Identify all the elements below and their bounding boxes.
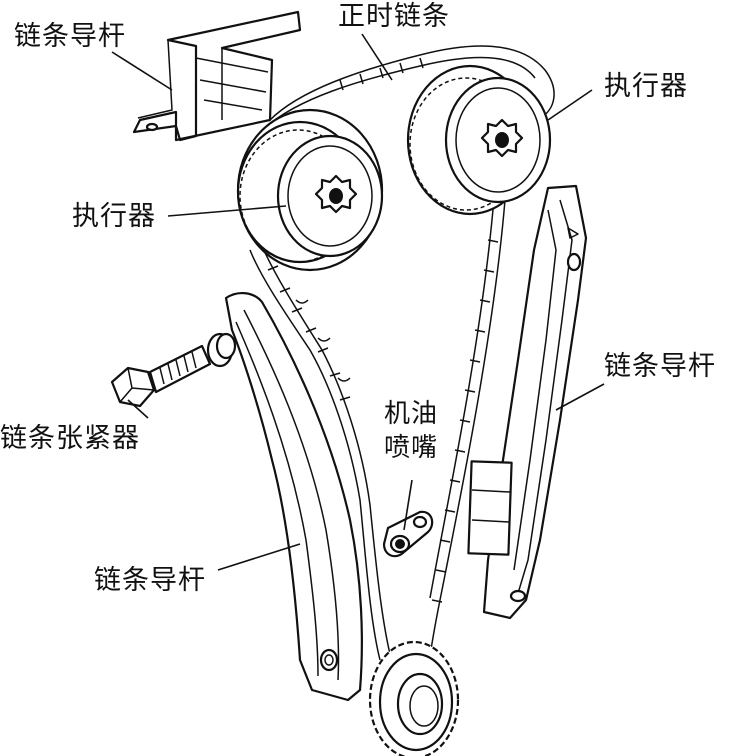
label-oil-jet-line1: 机油 [384, 399, 439, 429]
top-chain-guide-part [132, 10, 302, 142]
left-chain-guide-part [224, 292, 363, 702]
timing-chain [249, 45, 555, 671]
label-right-actuator: 执行器 [604, 71, 688, 102]
label-top-chain-guide: 链条导杆 [14, 21, 126, 52]
chain-tensioner-part [110, 332, 237, 408]
right-cam-actuator [406, 64, 552, 216]
crank-sprocket [368, 640, 460, 756]
label-timing-chain: 正时链条 [338, 1, 450, 32]
left-cam-actuator [236, 108, 384, 272]
label-right-chain-guide: 链条导杆 [604, 351, 716, 382]
label-chain-tensioner: 链条张紧器 [0, 423, 140, 454]
oil-jet-part [382, 510, 434, 558]
label-oil-jet-line2: 喷嘴 [384, 433, 439, 463]
right-chain-guide-part [467, 184, 588, 620]
label-bottom-chain-guide: 链条导杆 [94, 565, 206, 596]
leader-lines [111, 33, 605, 571]
label-left-actuator: 执行器 [72, 201, 156, 232]
